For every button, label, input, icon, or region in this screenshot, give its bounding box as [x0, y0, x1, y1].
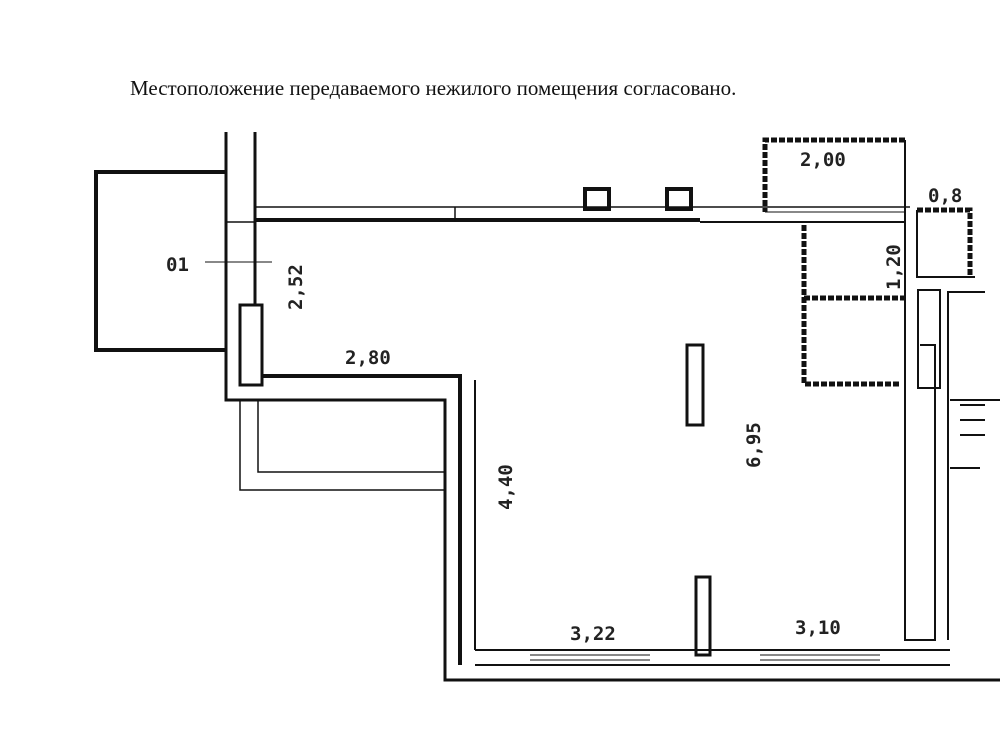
dim-upper-left: 2,80	[345, 347, 391, 369]
plan-caption: Местоположение передаваемого нежилого по…	[130, 76, 737, 100]
service-rooms	[583, 137, 975, 387]
walls	[94, 132, 1000, 682]
dim-side-room: 1,20	[883, 244, 905, 290]
room-label: 01	[166, 254, 189, 276]
dim-bottom-right: 3,10	[795, 617, 841, 639]
dim-left-wall: 2,52	[285, 264, 307, 310]
dim-corner-room: 0,8	[928, 185, 962, 207]
dim-bottom-left: 3,22	[570, 623, 616, 645]
dim-mid-wall: 4,40	[495, 464, 517, 510]
dim-depth: 6,95	[743, 422, 765, 468]
columns	[685, 343, 712, 657]
dim-top-right-room: 2,00	[800, 149, 846, 171]
